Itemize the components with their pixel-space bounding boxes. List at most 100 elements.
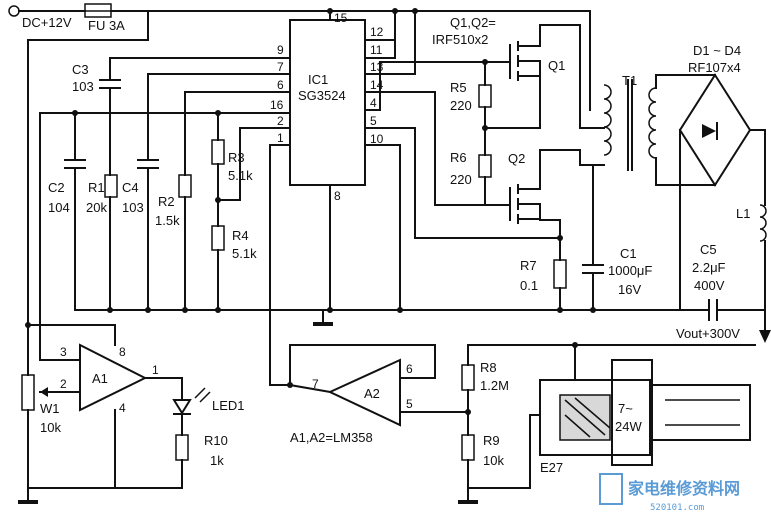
label-r8: R8	[480, 360, 497, 375]
label-q1: Q1	[548, 58, 565, 73]
label-r6-val: 220	[450, 172, 472, 187]
pin-5: 5	[370, 114, 377, 128]
watermark-url: 520101.com	[650, 503, 704, 513]
label-r7-val: 0.1	[520, 278, 538, 293]
a1-pin-8: 8	[119, 345, 126, 359]
label-ic1-part: SG3524	[298, 88, 346, 103]
watermark-text: 家电维修资料网	[628, 479, 740, 498]
label-w1: W1	[40, 401, 60, 416]
label-r9-val: 10k	[483, 453, 504, 468]
pin-2: 2	[277, 114, 284, 128]
r10-symbol	[175, 434, 189, 461]
pin-10: 10	[370, 132, 384, 146]
label-c2: C2	[48, 180, 65, 195]
label-l1: L1	[736, 206, 750, 221]
label-r4-val: 5.1k	[232, 246, 257, 261]
label-r8-val: 1.2M	[480, 378, 509, 393]
label-q2: Q2	[508, 151, 525, 166]
lamp-e27	[539, 359, 751, 466]
label-d-note1: D1 ~ D4	[693, 43, 741, 58]
label-a2: A2	[364, 386, 380, 401]
pin-16: 16	[270, 98, 284, 112]
r3-symbol	[211, 139, 225, 165]
ground-symbol-2	[18, 500, 38, 504]
label-r10-val: 1k	[210, 453, 224, 468]
t1-secondary	[648, 87, 657, 159]
pin-4: 4	[370, 96, 377, 110]
label-e27: E27	[540, 460, 563, 475]
l1-inductor	[759, 204, 767, 242]
t1-primary	[603, 84, 612, 156]
label-a1: A1	[92, 371, 108, 386]
ground-symbol-3	[458, 500, 478, 504]
label-r7: R7	[520, 258, 537, 273]
label-c4-val: 103	[122, 200, 144, 215]
pin-15: 15	[334, 11, 348, 25]
q1-mosfet	[509, 24, 541, 129]
label-c2-val: 104	[48, 200, 70, 215]
watermark: 家电维修资料网 520101.com	[599, 473, 740, 513]
a2-pin-6: 6	[406, 362, 413, 376]
led1-symbol	[172, 387, 211, 415]
watermark-logo-icon	[599, 473, 623, 505]
r8-symbol	[461, 364, 475, 391]
a1-opamp	[79, 343, 148, 412]
r6-symbol	[478, 154, 492, 178]
label-supply: DC+12V	[22, 15, 72, 30]
label-lamp-w: 24W	[615, 419, 642, 434]
label-fuse: FU 3A	[88, 18, 125, 33]
pin-7: 7	[277, 60, 284, 74]
label-w1-val: 10k	[40, 420, 61, 435]
label-r9: R9	[483, 433, 500, 448]
r4-symbol	[211, 225, 225, 251]
label-r5-val: 220	[450, 98, 472, 113]
a1-pin-3: 3	[60, 345, 67, 359]
r1-symbol	[104, 174, 118, 198]
ground-symbol	[313, 322, 333, 326]
pin-9: 9	[277, 43, 284, 57]
pin-13: 13	[370, 60, 384, 74]
label-r10: R10	[204, 433, 228, 448]
pin-14: 14	[370, 78, 384, 92]
label-r2: R2	[158, 194, 175, 209]
label-a-note: A1,A2=LM358	[290, 430, 373, 445]
a2-pin-7: 7	[312, 377, 319, 391]
bridge-rectifier	[678, 73, 752, 187]
pin-8: 8	[334, 189, 341, 203]
r5-symbol	[478, 84, 492, 108]
label-c1: C1	[620, 246, 637, 261]
label-ic1: IC1	[308, 72, 328, 87]
label-r1: R1	[88, 180, 105, 195]
label-t1: T1	[622, 73, 637, 88]
label-r5: R5	[450, 80, 467, 95]
label-c3: C3	[72, 62, 89, 77]
w1-potentiometer	[21, 374, 35, 411]
label-d-note2: RF107x4	[688, 60, 741, 75]
label-q-note2: IRF510x2	[432, 32, 488, 47]
label-led1: LED1	[212, 398, 245, 413]
label-r6: R6	[450, 150, 467, 165]
label-q-note1: Q1,Q2=	[450, 15, 496, 30]
label-c1-v: 16V	[618, 282, 641, 297]
label-r1-val: 20k	[86, 200, 107, 215]
a1-pin-2: 2	[60, 377, 67, 391]
q2-mosfet	[509, 149, 541, 224]
label-r3-val: 5.1k	[228, 168, 253, 183]
label-r4: R4	[232, 228, 249, 243]
label-c5: C5	[700, 242, 717, 257]
label-lamp: 7~	[618, 401, 633, 416]
ic1-sg3524	[289, 19, 366, 186]
label-c5-val: 2.2μF	[692, 260, 726, 275]
label-c4: C4	[122, 180, 139, 195]
pin-12: 12	[370, 25, 384, 39]
label-vout: Vout+300V	[676, 326, 740, 341]
label-r3: R3	[228, 150, 245, 165]
label-c5-v: 400V	[694, 278, 725, 293]
r7-symbol	[553, 259, 567, 289]
a2-pin-5: 5	[406, 397, 413, 411]
a1-pin-1: 1	[152, 363, 159, 377]
label-c3-val: 103	[72, 79, 94, 94]
pin-6: 6	[277, 78, 284, 92]
r2-symbol	[178, 174, 192, 198]
